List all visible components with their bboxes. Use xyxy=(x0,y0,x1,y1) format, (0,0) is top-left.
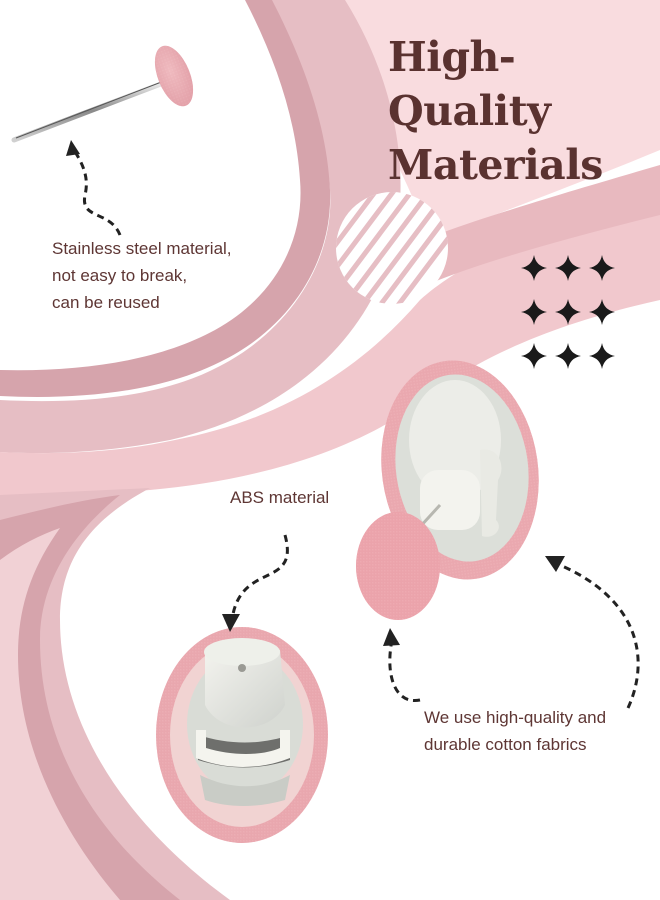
steel-callout-line-3: can be reused xyxy=(52,293,160,312)
fabric-callout-line-1: We use high-quality and xyxy=(424,708,607,727)
fabric-callout: We use high-quality and durable cotton f… xyxy=(424,704,606,758)
pin-needle-image xyxy=(11,45,194,143)
sparkle-icon xyxy=(521,255,615,369)
title-line-1: High-Quality xyxy=(388,33,551,135)
title-line-2: Materials xyxy=(388,141,603,189)
steel-callout-line-1: Stainless steel material, xyxy=(52,239,232,258)
abs-callout-line-1: ABS material xyxy=(230,488,330,507)
abs-back-image xyxy=(156,627,328,843)
arrowheads xyxy=(66,140,565,646)
button-cap-image xyxy=(356,360,539,620)
page-title: High-Quality Materials xyxy=(388,30,648,192)
abs-callout: ABS material xyxy=(230,484,329,511)
diagonal-stripes-icon xyxy=(336,192,448,304)
steel-callout: Stainless steel material, not easy to br… xyxy=(52,235,232,316)
fabric-callout-line-2: durable cotton fabrics xyxy=(424,735,587,754)
steel-callout-line-2: not easy to break, xyxy=(52,266,188,285)
curved-arrow-icon xyxy=(72,149,640,709)
